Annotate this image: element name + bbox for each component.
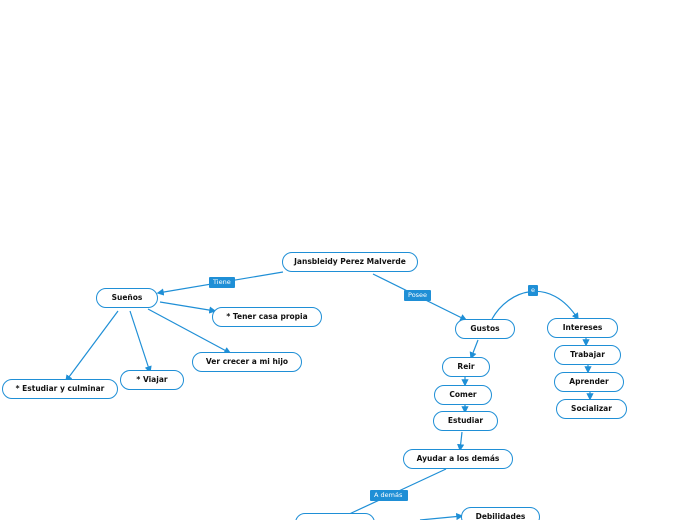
node-ayudar-a-los-demas[interactable]: Ayudar a los demás [403,449,513,469]
node-gustos[interactable]: Gustos [455,319,515,339]
label-e: e [528,285,538,296]
root-node[interactable]: Jansbleidy Perez Malverde [282,252,418,272]
label-posee: Posee [404,290,432,301]
link-to-debilidades [419,512,464,520]
node-ver-crecer-a-mi-hijo[interactable]: Ver crecer a mi hijo [192,352,302,372]
link-suenos-viajar [129,310,152,374]
node-reir[interactable]: Reir [442,357,490,377]
node-viajar[interactable]: * Viajar [120,370,184,390]
label-a-demas: A demás [370,490,408,501]
node-debilidades[interactable]: Debilidades [461,507,540,520]
node-partial-unlabeled[interactable] [295,513,375,520]
node-socializar[interactable]: Socializar [556,399,627,419]
node-aprender[interactable]: Aprender [554,372,624,392]
node-estudiar[interactable]: Estudiar [433,411,498,431]
link-gustos-reir [469,339,479,360]
node-estudiar-y-culminar[interactable]: * Estudiar y culminar [2,379,118,399]
node-suenos[interactable]: Sueños [96,288,158,308]
node-tener-casa-propia[interactable]: * Tener casa propia [212,307,322,327]
node-intereses[interactable]: Intereses [547,318,618,338]
link-suenos-crecer [147,308,232,354]
link-suenos-casa [159,301,217,314]
node-comer[interactable]: Comer [434,385,492,405]
label-tiene: Tiene [209,277,235,288]
link-estudiar-ayudar [457,431,465,452]
node-trabajar[interactable]: Trabajar [554,345,621,365]
link-suenos-estudiar-culminar [65,310,119,383]
